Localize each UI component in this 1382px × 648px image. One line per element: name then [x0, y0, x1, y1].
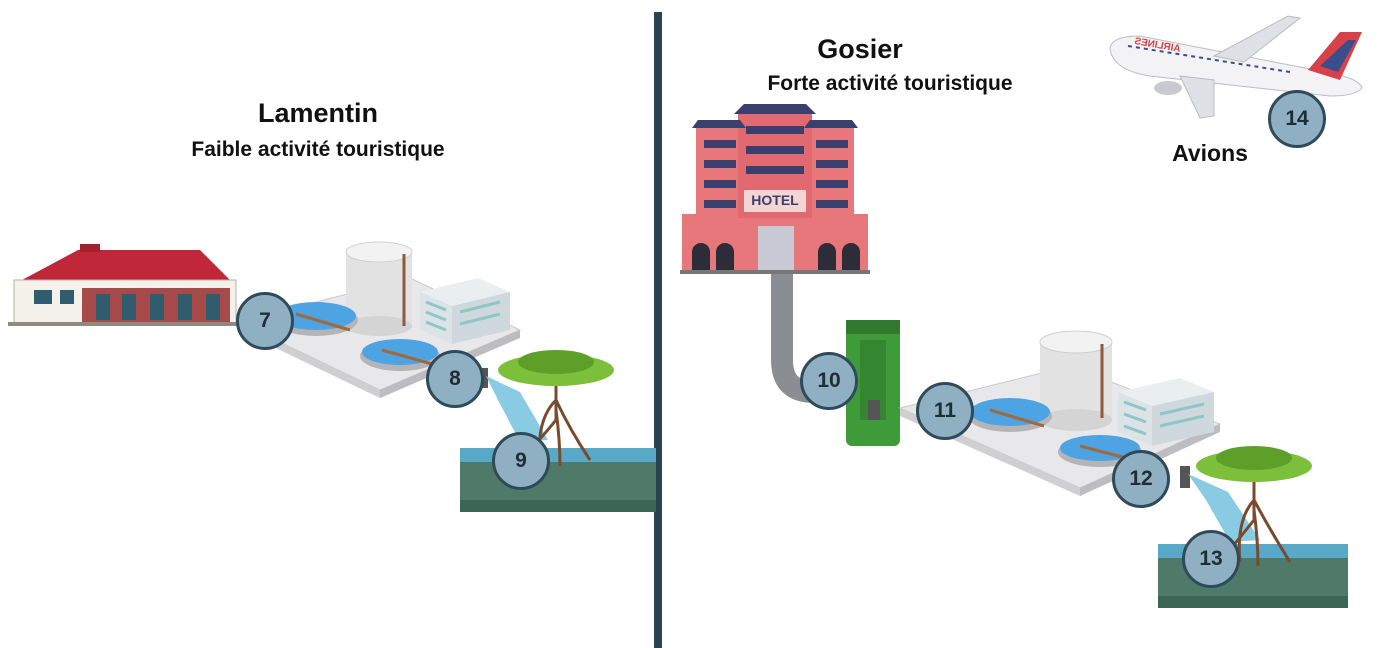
marker-12: 12: [1112, 450, 1170, 508]
mangrove-outfall-left: [460, 350, 656, 512]
marker-10: 10: [800, 352, 858, 410]
hotel-building-icon: [680, 104, 870, 274]
right-panel-title: Gosier: [817, 34, 903, 64]
plane-label: Avions: [1172, 140, 1248, 166]
house-icon: [8, 244, 240, 326]
left-panel-title: Lamentin: [257, 98, 378, 128]
marker-9: 9: [492, 432, 550, 490]
marker-11: 11: [916, 382, 974, 440]
lift-station-tank: [846, 320, 900, 446]
marker-13: 13: [1182, 530, 1240, 588]
airplane-icon: AIRLINES: [1109, 15, 1363, 119]
right-panel-subtitle: Forte activité touristique: [767, 72, 1013, 95]
panel-divider: [654, 12, 662, 648]
marker-14: 14: [1268, 90, 1326, 148]
marker-7: 7: [236, 292, 294, 350]
hotel-sign: HOTEL: [751, 192, 799, 208]
left-panel-subtitle: Faible activité touristique: [191, 138, 445, 161]
marker-8: 8: [426, 350, 484, 408]
